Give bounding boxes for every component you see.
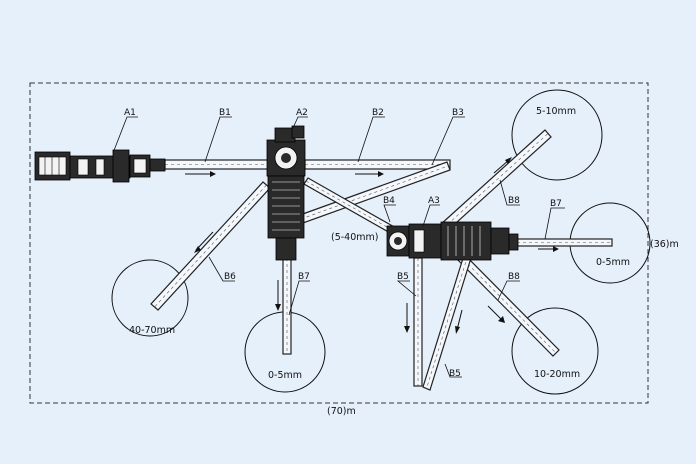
conveyor-b2 (304, 159, 451, 170)
conveyor-b1 (164, 159, 269, 170)
label-b8-lower: B8 (508, 272, 520, 282)
conveyor-b7-left (282, 257, 292, 355)
size-10-20: 10-20mm (534, 369, 580, 380)
label-b1: B1 (219, 108, 231, 118)
label-b7-right: B7 (550, 199, 562, 209)
label-a3: A3 (428, 196, 440, 206)
conveyor-b5-vertical (413, 257, 423, 387)
label-a2: A2 (296, 108, 308, 118)
stockpile-5-10 (511, 89, 603, 181)
conveyor-b8-upper (439, 129, 552, 233)
label-b8-upper: B8 (508, 196, 520, 206)
label-b4: B4 (383, 196, 395, 206)
leader-lines (112, 116, 565, 378)
site-boundary (29, 82, 649, 404)
label-b7-left: B7 (298, 272, 310, 282)
label-b2: B2 (372, 108, 384, 118)
machine-a1 (34, 149, 166, 183)
conveyor-b6 (150, 181, 271, 311)
dimension-width: (70)m (327, 406, 356, 417)
label-b3: B3 (452, 108, 464, 118)
dimension-height: (36)m (650, 239, 679, 250)
size-5-40: (5-40mm) (331, 232, 378, 243)
machine-a2 (266, 125, 306, 261)
size-40-70: 40-70mm (129, 325, 175, 336)
label-b5-inclined: B5 (449, 369, 461, 379)
size-0-5-right: 0-5mm (596, 257, 630, 268)
stockpile-10-20 (511, 307, 599, 395)
size-5-10: 5-10mm (536, 106, 576, 117)
label-b5-vertical: B5 (397, 272, 409, 282)
stockpile-40-70 (111, 259, 189, 337)
conveyor-b7-right (516, 238, 613, 247)
label-b6: B6 (224, 272, 236, 282)
machine-a3 (386, 221, 519, 261)
label-a1: A1 (124, 108, 136, 118)
size-0-5-left: 0-5mm (268, 370, 302, 381)
flow-arrows (185, 157, 559, 334)
